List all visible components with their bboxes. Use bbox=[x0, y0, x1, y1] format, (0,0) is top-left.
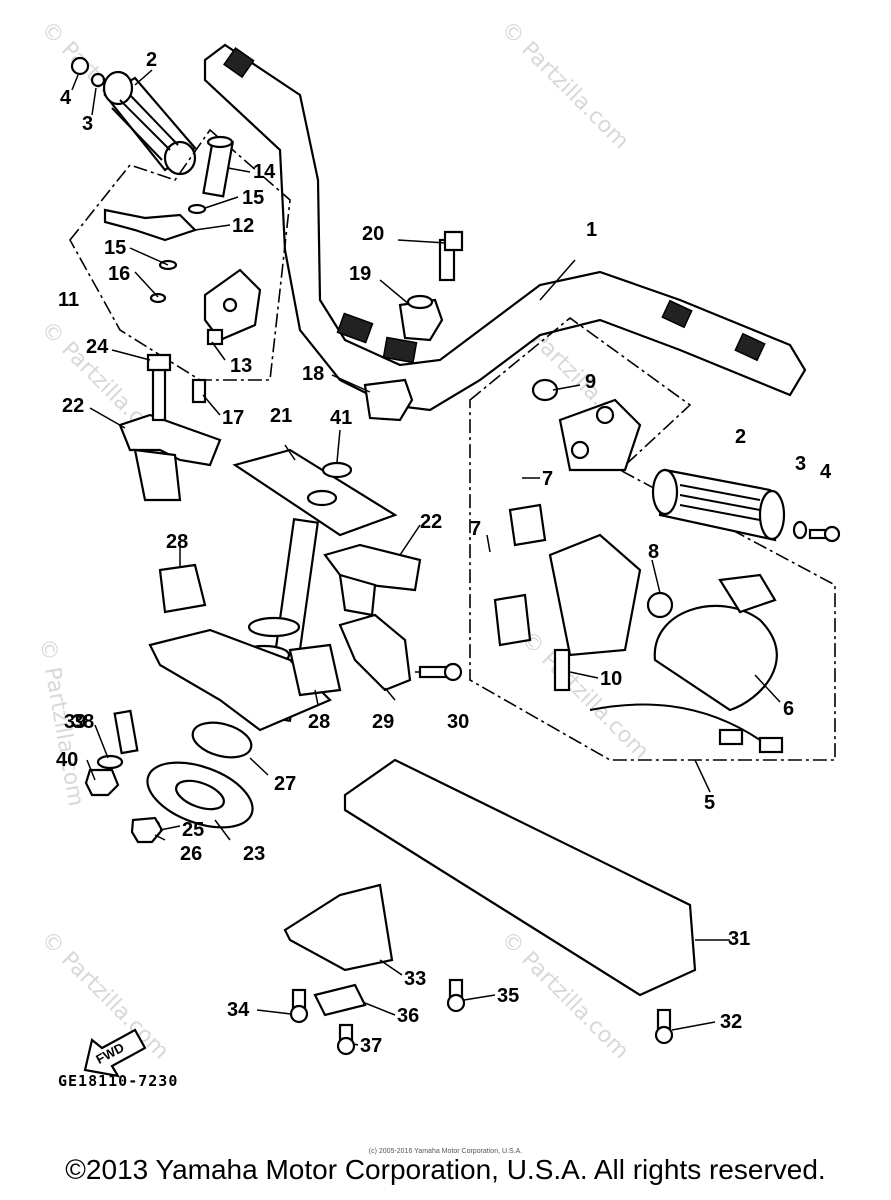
callout-2: 2 bbox=[146, 49, 157, 71]
callout-41: 41 bbox=[330, 407, 352, 429]
callout-10: 10 bbox=[600, 668, 622, 690]
callout-40: 40 bbox=[56, 749, 78, 771]
callout-30: 30 bbox=[447, 711, 469, 733]
diagram-code: GE18110-7230 bbox=[58, 1072, 179, 1090]
callout-5: 5 bbox=[704, 792, 715, 814]
callout-9: 9 bbox=[585, 371, 596, 393]
left-housing-assembly bbox=[69, 128, 291, 381]
callout-34: 34 bbox=[227, 999, 250, 1021]
callout-20: 20 bbox=[362, 223, 384, 245]
callout-28: 28 bbox=[308, 711, 330, 733]
knurl-right-b bbox=[734, 332, 766, 362]
callout-14: 14 bbox=[253, 161, 276, 183]
callout-15: 15 bbox=[242, 187, 264, 209]
callout-8: 8 bbox=[648, 541, 659, 563]
callout-22: 22 bbox=[420, 511, 442, 533]
handlebar bbox=[203, 43, 807, 412]
knurl-right-a bbox=[661, 299, 693, 329]
callout-23: 23 bbox=[243, 843, 265, 865]
callout-25: 25 bbox=[182, 819, 204, 841]
fwd-arrow: FWD bbox=[83, 1028, 147, 1078]
knurl-left bbox=[223, 47, 255, 79]
callout-12: 12 bbox=[232, 215, 254, 237]
callout-29: 29 bbox=[372, 711, 394, 733]
footer-copyright: ©2013 Yamaha Motor Corporation, U.S.A. A… bbox=[65, 1154, 826, 1185]
callout-31: 31 bbox=[728, 928, 750, 950]
watermark: © Partzilla.com bbox=[36, 927, 174, 1065]
callout-27: 27 bbox=[274, 773, 296, 795]
steering-collars bbox=[158, 563, 463, 697]
callout-39: 39 bbox=[64, 711, 86, 733]
callout-3: 3 bbox=[795, 453, 806, 475]
callout-18: 18 bbox=[302, 363, 324, 385]
lower-bracket bbox=[283, 883, 466, 1056]
leader-lines bbox=[71, 69, 781, 1046]
callout-35: 35 bbox=[497, 985, 519, 1007]
left-steering-bracket bbox=[118, 353, 222, 502]
callout-26: 26 bbox=[180, 843, 202, 865]
right-steering-bracket bbox=[323, 543, 422, 617]
callout-37: 37 bbox=[360, 1035, 382, 1057]
column-lower-parts bbox=[84, 709, 254, 844]
callout-21: 21 bbox=[270, 405, 292, 427]
callout-17: 17 bbox=[222, 407, 244, 429]
knurl-center-a bbox=[336, 312, 374, 344]
callout-2: 2 bbox=[735, 426, 746, 448]
callout-7: 7 bbox=[542, 468, 553, 490]
knurl-center-b bbox=[382, 336, 418, 364]
right-switch-assembly bbox=[469, 316, 836, 761]
cover-panel bbox=[343, 758, 697, 1045]
callout-32: 32 bbox=[720, 1011, 742, 1033]
handlebar-clamps bbox=[363, 230, 464, 422]
callout-4: 4 bbox=[60, 87, 72, 109]
callout-11: 11 bbox=[58, 289, 79, 311]
callout-1: 1 bbox=[586, 219, 597, 241]
callout-6: 6 bbox=[783, 698, 794, 720]
callout-33: 33 bbox=[404, 968, 426, 990]
watermark: © Partzilla.com bbox=[496, 17, 634, 155]
footer-small-copyright: (c) 2005-2016 Yamaha Motor Corporation, … bbox=[368, 1148, 523, 1155]
callout-19: 19 bbox=[349, 263, 371, 285]
callout-22: 22 bbox=[62, 395, 84, 417]
callout-28: 28 bbox=[166, 531, 188, 553]
callout-labels: 1 2 2 3 3 4 4 5 6 7 7 8 9 10 11 12 13 14… bbox=[56, 49, 832, 1057]
callout-3: 3 bbox=[82, 113, 93, 135]
callout-24: 24 bbox=[86, 336, 109, 358]
callout-4: 4 bbox=[820, 461, 832, 483]
callout-38: 38 bbox=[72, 711, 94, 733]
left-grip bbox=[70, 56, 197, 176]
callout-15: 15 bbox=[104, 237, 126, 259]
callout-7: 7 bbox=[470, 518, 481, 540]
steering-column bbox=[148, 448, 398, 732]
callout-13: 13 bbox=[230, 355, 252, 377]
callout-16: 16 bbox=[108, 263, 130, 285]
right-grip bbox=[651, 468, 841, 543]
callout-36: 36 bbox=[397, 1005, 419, 1027]
